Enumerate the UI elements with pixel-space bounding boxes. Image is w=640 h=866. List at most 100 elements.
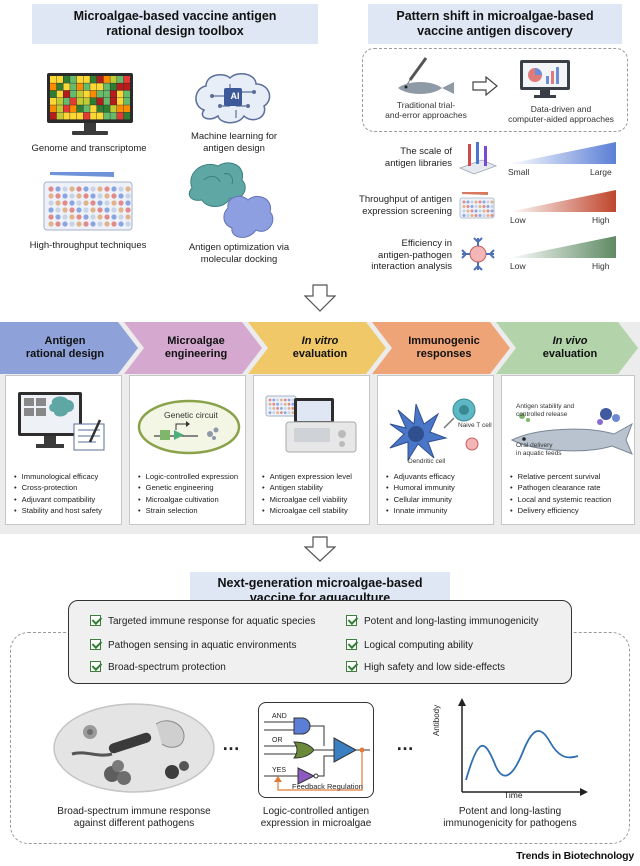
- well: [69, 221, 75, 227]
- well: [104, 193, 110, 199]
- well: [69, 207, 75, 213]
- pathogens-label-line1: Broad-spectrum immune response: [57, 806, 211, 817]
- checkbox-icon: [90, 661, 101, 672]
- stage-title-line1: Microalgae: [167, 335, 225, 347]
- heatmap-cell: [96, 90, 104, 98]
- well: [125, 221, 131, 227]
- well: [69, 200, 75, 206]
- well: [97, 200, 103, 206]
- well: [466, 205, 470, 208]
- bullet-item: Immunological efficacy: [14, 471, 102, 482]
- traditional-label: Traditional trial- and-error approaches: [384, 100, 468, 120]
- pattern-shift-title-line2: vaccine antigen discovery: [417, 24, 573, 38]
- ml-label-line2: antigen design: [203, 142, 265, 154]
- well: [69, 214, 75, 220]
- well: [478, 214, 482, 217]
- docking-label-line1: Antigen optimization via: [188, 242, 290, 253]
- antibody-pathogen-icon: [461, 237, 495, 271]
- toolbox-title: Microalgae-based vaccine antigen rationa…: [32, 4, 318, 44]
- pathogens-label-line2: against different pathogens: [73, 818, 195, 829]
- heatmap-cell: [63, 105, 70, 113]
- heatmap-cell: [50, 90, 57, 98]
- mini-plate-icon: [459, 192, 495, 219]
- heatmap-cell: [96, 97, 104, 105]
- heatmap-cell: [103, 97, 110, 105]
- heatmap-cell: [117, 83, 124, 91]
- note-line: in aquatic feeds: [516, 450, 562, 457]
- gate-yes-label: YES: [272, 767, 287, 774]
- pattern-shift-title: Pattern shift in microalgae-based vaccin…: [368, 4, 622, 44]
- stage-title-line2: responses: [416, 348, 472, 360]
- bullet-item: Innate immunity: [386, 505, 455, 516]
- stage-panel-in-vivo: Antigen stability and controlled release…: [501, 375, 635, 525]
- feedback-regulation-label: Feedback Regulation: [292, 782, 363, 791]
- well: [104, 200, 110, 206]
- feature-text: Pathogen sensing in aquatic environments: [108, 640, 297, 651]
- heatmap-cell: [117, 76, 124, 83]
- well: [48, 200, 54, 206]
- throughput-low-label: Low: [510, 215, 526, 225]
- well: [104, 214, 110, 220]
- heatmap-cell: [70, 105, 77, 113]
- well: [76, 186, 82, 192]
- stage-title-line2: evaluation: [542, 348, 598, 360]
- well: [486, 200, 490, 204]
- data-driven-label: Data-driven and computer-aided approache…: [500, 104, 622, 124]
- heatmap-cell: [76, 90, 84, 98]
- heatmap-cell: [70, 112, 77, 120]
- scale-label-line1: The scale of: [400, 146, 452, 157]
- well: [76, 221, 82, 227]
- well: [462, 214, 466, 217]
- well: [83, 214, 89, 220]
- well: [466, 209, 470, 213]
- well: [111, 214, 117, 220]
- well: [55, 200, 61, 206]
- well: [111, 186, 117, 192]
- pathogens-label: Broad-spectrum immune response against d…: [34, 806, 234, 830]
- well: [283, 402, 287, 406]
- efficiency-label-line1: Efficiency in: [401, 238, 452, 249]
- well: [125, 214, 131, 220]
- y-axis-label: Antibody: [432, 704, 441, 736]
- well: [90, 200, 96, 206]
- feature-item-sensing: Pathogen sensing in aquatic environments: [90, 639, 296, 652]
- well: [97, 214, 103, 220]
- well: [104, 186, 110, 192]
- down-arrow-icon: [304, 536, 336, 562]
- heatmap-cell: [50, 97, 57, 105]
- stage-chevrons: [0, 322, 638, 374]
- heatmap-cell: [90, 76, 97, 83]
- bullet-item: Cross-protection: [14, 482, 102, 493]
- heatmap-cell: [90, 112, 97, 120]
- feature-text: Potent and long-lasting immunogenicity: [364, 616, 539, 627]
- genome-heatmap-icon: [47, 73, 133, 135]
- design-workstation-icon: [18, 392, 105, 451]
- well: [272, 407, 276, 410]
- molecular-docking-icon: [188, 162, 274, 238]
- approach-shift-box: [362, 48, 628, 132]
- well: [470, 205, 474, 208]
- well: [478, 205, 482, 208]
- well: [83, 207, 89, 213]
- heatmap-cell: [50, 112, 57, 120]
- well: [490, 205, 494, 208]
- stage-title-line1: In vitro: [301, 335, 339, 347]
- efficiency-label-line3: interaction analysis: [371, 261, 452, 272]
- controlled-release-note: Antigen stability and controlled release: [516, 403, 574, 419]
- oral-delivery-note: Oral delivery in aquatic feeds: [516, 442, 562, 458]
- well: [486, 205, 490, 208]
- well: [283, 411, 287, 414]
- checkbox-icon: [90, 639, 101, 650]
- heatmap-cell: [83, 83, 90, 91]
- well: [291, 402, 295, 406]
- down-arrow-icon: [304, 284, 336, 312]
- well: [462, 200, 466, 204]
- throughput-label: Throughput of antigen expression screeni…: [340, 194, 452, 217]
- well: [111, 207, 117, 213]
- well: [83, 200, 89, 206]
- well: [111, 221, 117, 227]
- ai-badge: AI: [230, 91, 240, 101]
- well: [490, 209, 494, 213]
- gate-or-label: OR: [272, 737, 283, 744]
- bullet-item: Microalgae cell stability: [262, 505, 352, 516]
